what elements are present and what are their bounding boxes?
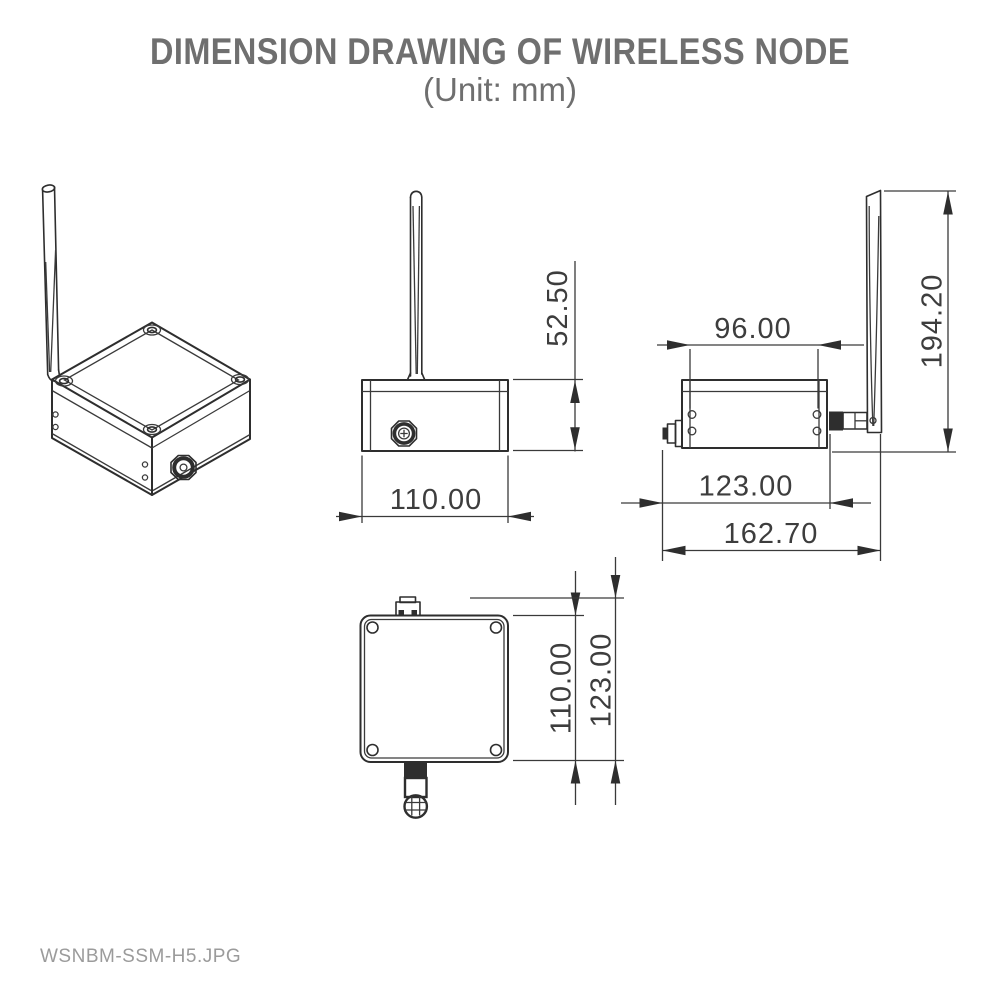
top-antenna-mount [395, 596, 421, 617]
top-plate-dimension: 110.00 [513, 571, 624, 805]
side-antenna-joint [829, 411, 868, 431]
isometric-view [41, 184, 251, 496]
top-plate [359, 614, 509, 763]
front-height-dimension: 52.50 [513, 261, 583, 452]
front-width-dimension: 110.00 [336, 455, 534, 523]
dim-top-overall-depth: 123.00 [586, 633, 618, 728]
front-view: 110.00 52.50 [336, 190, 583, 523]
side-view: 96.00 123.00 162.70 194.20 [621, 189, 956, 561]
dim-top-plate-size: 110.00 [546, 642, 578, 735]
page-title: DIMENSION DRAWING OF WIRELESS NODE [150, 31, 850, 72]
dim-front-width: 110.00 [390, 484, 483, 516]
front-connector [390, 420, 418, 447]
top-view: 110.00 123.00 [359, 557, 624, 819]
top-overall-dimension: 123.00 [470, 557, 624, 805]
dim-side-total-height: 194.20 [917, 274, 949, 369]
footer-filename: WSNBM-SSM-H5.JPG [40, 946, 241, 967]
front-antenna [409, 190, 423, 199]
side-antenna [865, 189, 883, 434]
iso-connector [170, 454, 197, 481]
dim-side-body-width: 123.00 [699, 471, 794, 503]
side-cable-connector [662, 419, 683, 448]
page-subtitle: (Unit: mm) [423, 71, 577, 108]
iso-top-screws [54, 324, 250, 436]
side-total-height-dimension: 194.20 [832, 190, 956, 453]
iso-antenna-tip [41, 184, 56, 193]
side-hole-spacing-dimension: 96.00 [657, 313, 864, 409]
top-connector [403, 762, 429, 819]
dim-side-total-width: 162.70 [724, 518, 819, 550]
front-enclosure [361, 379, 509, 452]
iso-box-top-face [51, 321, 251, 439]
side-total-width-dimension: 162.70 [662, 434, 882, 561]
dim-side-hole-spacing: 96.00 [714, 313, 792, 345]
side-body-width-dimension: 123.00 [621, 434, 871, 561]
dim-front-body-height: 52.50 [542, 269, 574, 347]
side-enclosure [681, 379, 828, 449]
